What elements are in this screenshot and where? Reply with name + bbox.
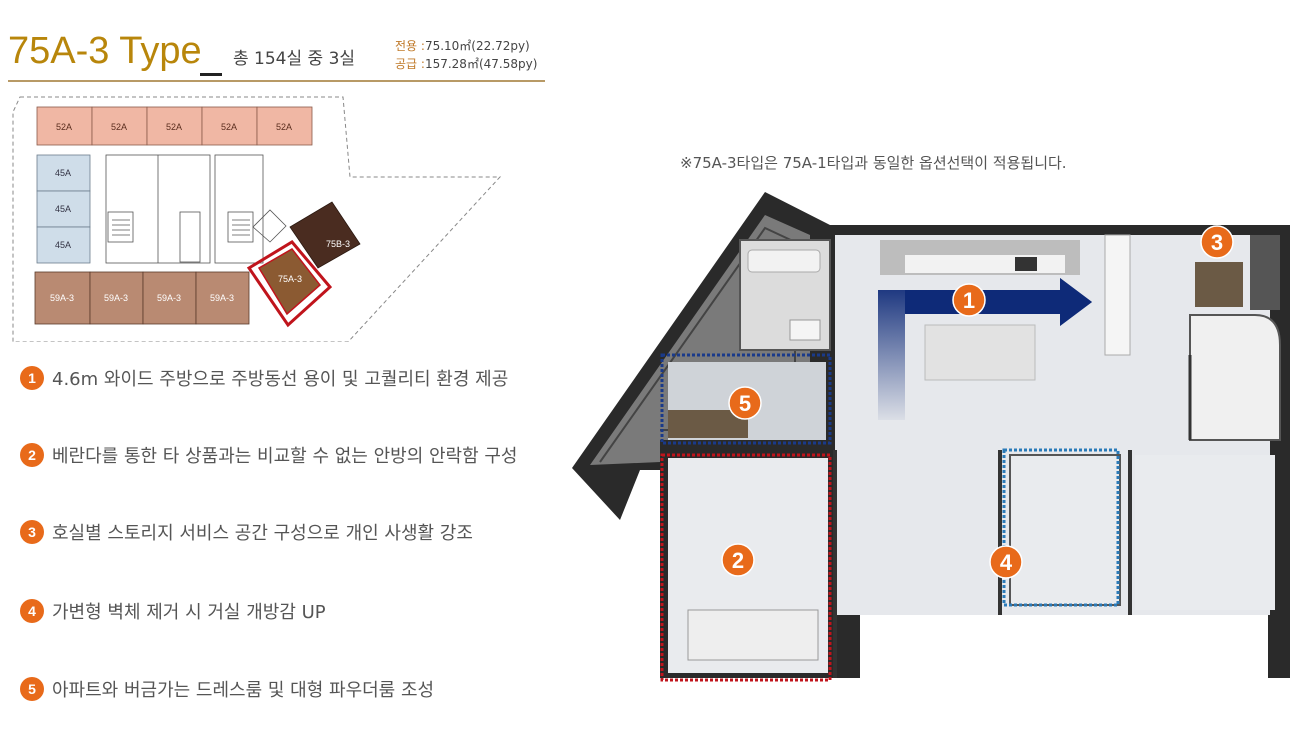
exclusive-area-label: 전용 : — [395, 39, 425, 53]
unit-label-52a-1: 52A — [56, 122, 72, 132]
plan-marker-2 — [721, 543, 755, 577]
unit-label-59a3-4: 59A-3 — [210, 293, 234, 303]
marker-5: 5 — [20, 677, 44, 701]
plan-marker-3-label: 3 — [1211, 230, 1223, 255]
site-boundary — [12, 96, 502, 342]
storage — [1104, 234, 1131, 356]
unit-label-59a3-1: 59A-3 — [50, 293, 74, 303]
site-plan: 52A 52A 52A 52A 52A 45A 45A 45A 59A-3 59… — [12, 96, 502, 342]
unit-label-59a3-2: 59A-3 — [104, 293, 128, 303]
feature-4-text: 가변형 벽체 제거 시 거실 개방감 UP — [52, 602, 326, 623]
feature-4: 4 가변형 벽체 제거 시 거실 개방감 UP — [20, 596, 326, 626]
feature-2: 2 베란다를 통한 타 상품과는 비교할 수 없는 안방의 안락함 구성 — [20, 440, 518, 470]
feature-5-text: 아파트와 버금가는 드레스룸 및 대형 파우더룸 조성 — [52, 680, 435, 701]
area-info: 전용 :75.10㎡(22.72py) 공급 :157.28㎡(47.58py) — [395, 37, 537, 73]
page-title: 75A-3 Type — [8, 30, 202, 72]
bottom-row-units: 59A-3 59A-3 59A-3 59A-3 — [34, 271, 250, 325]
unit-label-75a3: 75A-3 — [278, 274, 302, 284]
unit-label-52a-4: 52A — [221, 122, 237, 132]
kitchen-island — [924, 324, 1036, 381]
unit-label-45a-3: 45A — [55, 240, 71, 250]
unit-75b3: 75B-3 — [289, 201, 361, 269]
unit-label-45a-1: 45A — [55, 168, 71, 178]
feature-5: 5 아파트와 버금가는 드레스룸 및 대형 파우더룸 조성 — [20, 674, 434, 704]
feature-3-text: 호실별 스토리지 서비스 공간 구성으로 개인 사생활 강조 — [52, 523, 473, 544]
plan-marker-1 — [952, 283, 986, 317]
dressing-frame — [660, 353, 832, 445]
feature-1: 1 4.6m 와이드 주방으로 주방동선 용이 및 고퀄리티 환경 제공 — [20, 363, 508, 393]
variable-room — [1009, 454, 1121, 606]
unit-count: 총 154실 중 3실 — [233, 49, 356, 69]
marker-4: 4 — [20, 599, 44, 623]
title-dash — [200, 73, 222, 76]
marker-1: 1 — [20, 366, 44, 390]
unit-label-75b3: 75B-3 — [326, 239, 350, 249]
marker-3: 3 — [20, 520, 44, 544]
unit-label-59a3-3: 59A-3 — [157, 293, 181, 303]
plan-marker-1-label: 1 — [963, 288, 975, 313]
plan-marker-4 — [989, 545, 1023, 579]
unit-label-52a-5: 52A — [276, 122, 292, 132]
exclusive-area-value: 75.10㎡(22.72py) — [424, 39, 530, 53]
core-buildings — [105, 154, 287, 264]
feature-1-text: 4.6m 와이드 주방으로 주방동선 용이 및 고퀄리티 환경 제공 — [52, 369, 509, 390]
plan-marker-4-label: 4 — [1000, 550, 1013, 575]
supply-area-label: 공급 : — [395, 57, 425, 71]
feature-3: 3 호실별 스토리지 서비스 공간 구성으로 개인 사생활 강조 — [20, 517, 473, 547]
unit-label-52a-3: 52A — [166, 122, 182, 132]
unit-75a3-highlight: 75A-3 — [246, 240, 333, 328]
feature-2-text: 베란다를 통한 타 상품과는 비교할 수 없는 안방의 안락함 구성 — [52, 446, 518, 467]
variable-room-frame — [1002, 448, 1120, 607]
top-row-units: 52A 52A 52A 52A 52A — [36, 106, 313, 146]
supply-area-value: 157.28㎡(47.58py) — [424, 57, 538, 71]
plan-marker-3 — [1200, 225, 1234, 259]
left-column-units: 45A 45A 45A — [36, 154, 91, 264]
bedroom-frame — [660, 453, 832, 682]
floor-plan: 1 2 3 4 5 — [572, 192, 1290, 682]
unit-label-52a-2: 52A — [111, 122, 127, 132]
bathroom-right — [1189, 314, 1281, 441]
title-underline — [8, 80, 545, 82]
plan-marker-5-label: 5 — [739, 391, 751, 416]
plan-marker-5 — [728, 386, 762, 420]
unit-label-45a-2: 45A — [55, 204, 71, 214]
plan-marker-2-label: 2 — [732, 548, 744, 573]
marker-2: 2 — [20, 443, 44, 467]
option-note: ※75A-3타입은 75A-1타입과 동일한 옵션선택이 적용됩니다. — [680, 154, 1067, 172]
